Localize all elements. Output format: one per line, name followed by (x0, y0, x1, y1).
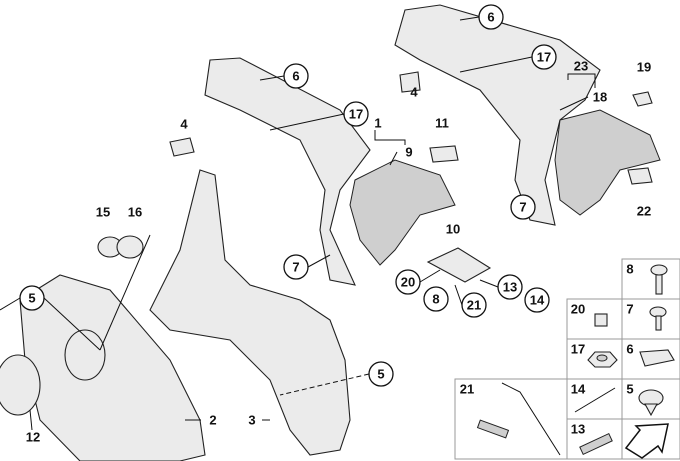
callout-4-left: 4 (180, 117, 188, 132)
legend-label-17: 17 (571, 342, 585, 357)
svg-text:18: 18 (593, 90, 607, 105)
callout-20: 20 (395, 269, 421, 295)
callout-1: 1 (374, 116, 381, 131)
plug-4-right (399, 71, 421, 93)
legend-label-5: 5 (626, 382, 633, 397)
pad-22 (627, 167, 653, 185)
callout-22: 22 (637, 204, 651, 219)
callout-16: 16 (128, 205, 142, 220)
callout-11: 11 (435, 116, 449, 131)
svg-text:14: 14 (530, 293, 545, 308)
rod-icon (501, 382, 561, 456)
callout-18: 18 (593, 90, 607, 105)
gauge-opening (64, 329, 106, 381)
svg-text:21: 21 (467, 298, 481, 313)
callout-13: 13 (497, 274, 523, 300)
legend-label-21: 21 (460, 382, 474, 397)
legend-label-13: 13 (571, 422, 585, 437)
plug-4-left (169, 137, 195, 157)
spring-icon (476, 419, 510, 439)
callout-6: 6 (478, 4, 504, 30)
callout-19: 19 (637, 60, 651, 75)
svg-text:5: 5 (377, 367, 384, 382)
callout-5-right: 5 (368, 361, 394, 387)
upper-trim-panel-middle (204, 57, 371, 286)
housing-middle (349, 159, 456, 266)
callout-7-left: 7 (283, 254, 309, 280)
callout-17: 17 (531, 44, 557, 70)
callout-17-middle: 17 (343, 101, 369, 127)
legend-label-6: 6 (626, 342, 633, 357)
svg-text:13: 13 (503, 280, 517, 295)
arrow-icon (624, 423, 669, 459)
svg-text:17: 17 (537, 50, 551, 65)
pad-11 (429, 145, 459, 163)
svg-text:17: 17 (349, 107, 363, 122)
svg-text:7: 7 (292, 260, 299, 275)
small-parts-legend: 8 20 7 17 6 21 14 5 13 (454, 258, 680, 460)
callout-2: 2 (209, 413, 216, 428)
pin-icon (574, 387, 616, 413)
housing-right (554, 109, 661, 216)
svg-text:20: 20 (401, 275, 415, 290)
svg-text:7: 7 (519, 200, 526, 215)
legend-label-14: 14 (571, 382, 586, 397)
spring-13-icon (579, 432, 613, 456)
svg-text:8: 8 (432, 292, 439, 307)
ring-12 (0, 354, 41, 416)
callout-14: 14 (524, 287, 550, 313)
callout-12: 12 (26, 430, 40, 445)
callout-3: 3 (248, 413, 255, 428)
svg-text:6: 6 (292, 69, 299, 84)
cover-10 (426, 247, 492, 283)
svg-text:5: 5 (28, 291, 35, 306)
callout-9: 9 (405, 145, 412, 160)
clip-icon (639, 349, 675, 367)
svg-text:6: 6 (487, 10, 494, 25)
callout-6-middle: 6 (283, 63, 309, 89)
callout-5-left: 5 (19, 285, 45, 311)
legend-label-20: 20 (571, 302, 585, 317)
cap-icon (594, 313, 608, 327)
legend-label-7: 7 (626, 302, 633, 317)
callout-15: 15 (96, 205, 110, 220)
callout-8: 8 (423, 286, 449, 312)
callout-7-right: 7 (510, 194, 536, 220)
legend-label-8: 8 (626, 262, 633, 277)
callout-10: 10 (446, 222, 460, 237)
side-panel-3 (149, 169, 351, 456)
callout-4-right: 4 (410, 85, 418, 100)
pad-19 (632, 91, 653, 107)
grommet-16 (116, 235, 144, 259)
callout-23: 23 (574, 59, 588, 74)
callout-21: 21 (461, 292, 487, 318)
